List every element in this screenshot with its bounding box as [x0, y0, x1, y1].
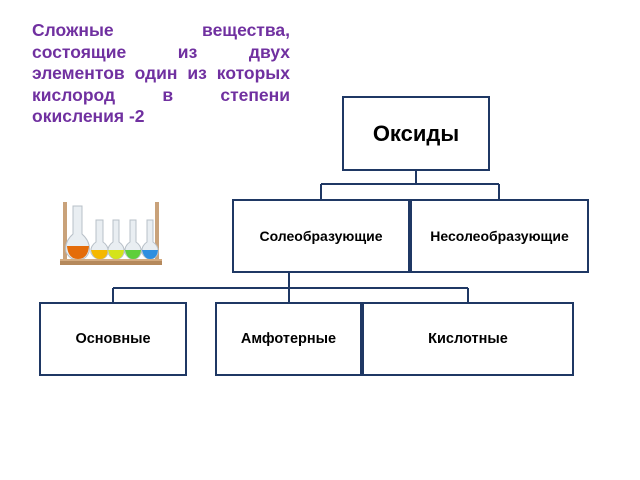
salt-forming-box: Солеобразующие: [232, 199, 410, 273]
basic-oxides-box: Основные: [39, 302, 187, 376]
flasks-rack-icon: [58, 198, 164, 270]
definition-text: Сложные вещества, состоящие из двух элем…: [32, 20, 290, 126]
non-salt-forming-box: Несолеобразующие: [410, 199, 589, 273]
amphoteric-oxides-box: Амфотерные: [215, 302, 362, 376]
acidic-oxides-box: Кислотные: [362, 302, 574, 376]
oxides-root-box: Оксиды: [342, 96, 490, 171]
